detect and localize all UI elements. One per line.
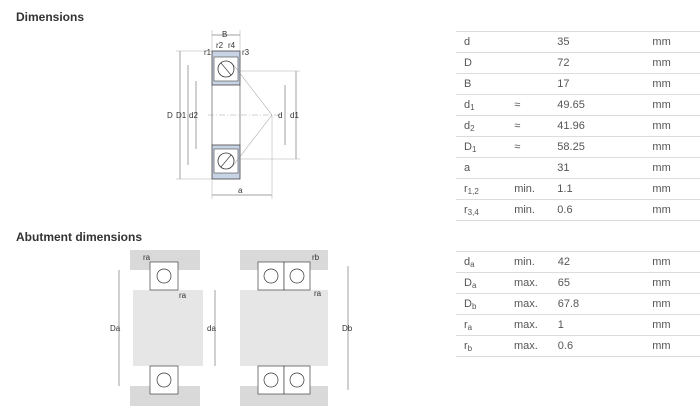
row-value: 72 — [557, 52, 653, 74]
label-Da: Da — [110, 324, 121, 333]
row-value: 0.6 — [557, 199, 653, 221]
row-symbol: D1 — [456, 136, 515, 158]
row-value: 0.6 — [557, 335, 653, 357]
row-value: 17 — [557, 73, 653, 95]
row-value: 31 — [557, 157, 653, 179]
row-unit: mm — [652, 272, 700, 294]
row-qualifier: max. — [514, 335, 558, 357]
row-qualifier: ≈ — [514, 136, 558, 158]
abutment-drawing-single: Da da ra ra — [110, 250, 216, 406]
row-value: 58.25 — [557, 136, 653, 158]
dimensions-title: Dimensions — [16, 10, 85, 24]
row-value: 35 — [557, 31, 653, 53]
label-D: D — [167, 111, 173, 120]
row-symbol: Da — [456, 272, 514, 294]
row-qualifier — [514, 157, 558, 179]
row-unit: mm — [652, 52, 700, 74]
label-r1: r1 — [204, 48, 212, 57]
row-qualifier: ≈ — [514, 94, 558, 116]
row-qualifier — [514, 73, 558, 95]
row-unit: mm — [652, 314, 700, 336]
row-unit: mm — [652, 293, 700, 315]
row-symbol: d2 — [456, 115, 515, 137]
row-unit: mm — [652, 199, 700, 221]
label-da: da — [207, 324, 216, 333]
row-unit: mm — [652, 136, 700, 158]
row-symbol: ra — [456, 314, 514, 336]
label-Db: Db — [342, 324, 353, 333]
row-value: 41.96 — [557, 115, 653, 137]
row-symbol: rb — [456, 335, 514, 357]
abutment-drawing-pair: Db rb ra — [240, 250, 353, 406]
label-d: d — [278, 111, 282, 120]
row-value: 42 — [557, 251, 653, 273]
label-ra-top: ra — [143, 253, 151, 262]
label-r3: r3 — [242, 48, 250, 57]
row-qualifier: min. — [514, 251, 558, 273]
abutment-title: Abutment dimensions — [16, 230, 143, 244]
row-symbol: r1,2 — [456, 178, 515, 200]
row-qualifier: min. — [514, 178, 558, 200]
row-unit: mm — [652, 335, 700, 357]
row-value: 65 — [557, 272, 653, 294]
label-rb: rb — [312, 253, 320, 262]
row-unit: mm — [652, 115, 700, 137]
row-unit: mm — [652, 157, 700, 179]
label-d1: d1 — [290, 111, 299, 120]
label-r4: r4 — [228, 41, 236, 50]
bearing-dimensions-drawing: B r1 r2 r3 r4 D D1 d2 d d1 a — [167, 30, 300, 199]
row-qualifier: ≈ — [514, 115, 558, 137]
row-unit: mm — [652, 73, 700, 95]
row-symbol: Db — [456, 293, 514, 315]
row-qualifier: max. — [514, 272, 558, 294]
row-unit: mm — [652, 251, 700, 273]
row-qualifier: max. — [514, 293, 558, 315]
row-unit: mm — [652, 31, 700, 53]
row-symbol: d1 — [456, 94, 515, 116]
label-r2: r2 — [216, 41, 224, 50]
label-d2: d2 — [189, 111, 198, 120]
row-unit: mm — [652, 94, 700, 116]
row-symbol: da — [456, 251, 514, 273]
row-value: 49.65 — [557, 94, 653, 116]
label-a: a — [238, 186, 243, 195]
row-unit: mm — [652, 178, 700, 200]
label-ra-side: ra — [179, 291, 187, 300]
row-qualifier: min. — [514, 199, 558, 221]
row-qualifier: max. — [514, 314, 558, 336]
label-D1: D1 — [176, 111, 187, 120]
row-symbol: r3,4 — [456, 199, 515, 221]
row-qualifier — [514, 52, 558, 74]
label-B: B — [222, 30, 227, 39]
label-ra: ra — [314, 289, 322, 298]
row-symbol: B — [456, 73, 515, 95]
row-symbol: D — [456, 52, 515, 74]
row-qualifier — [514, 31, 558, 53]
row-value: 1 — [557, 314, 653, 336]
row-symbol: d — [456, 31, 515, 53]
row-value: 67.8 — [557, 293, 653, 315]
row-symbol: a — [456, 157, 515, 179]
row-value: 1.1 — [557, 178, 653, 200]
